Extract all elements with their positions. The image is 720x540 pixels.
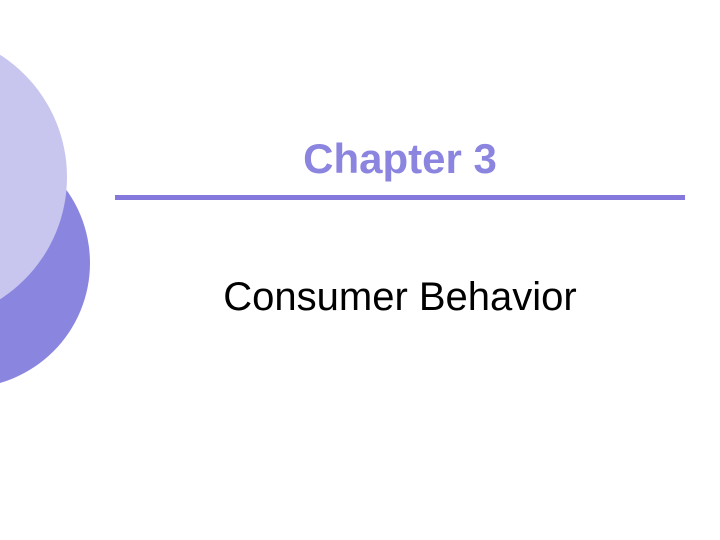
slide-title: Chapter 3 (303, 135, 497, 182)
title-divider-line (115, 195, 685, 200)
slide-body-text: Consumer Behavior (223, 275, 577, 319)
